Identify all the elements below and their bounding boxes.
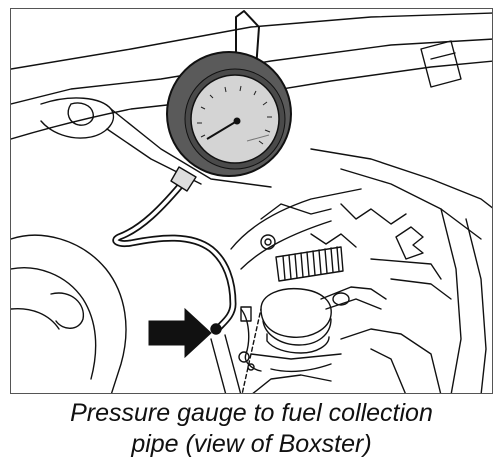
bracket (420, 40, 462, 88)
gauge-hook (235, 10, 260, 70)
diagram-frame (10, 8, 493, 394)
wheel-arch (11, 234, 127, 393)
pressure-gauge-icon (166, 51, 292, 177)
fuel-collection-pipe (210, 338, 227, 393)
crossmember (40, 97, 115, 139)
bolt (260, 234, 276, 250)
upper-body-panel (11, 12, 492, 70)
caption-line-2: pipe (view of Boxster) (131, 430, 372, 458)
caption-line-1: Pressure gauge to fuel collection (70, 399, 433, 427)
engine-bay-illustration (11, 10, 492, 393)
fuel-canister (260, 287, 332, 354)
pointer-arrow-icon (148, 307, 212, 359)
figure-caption: Pressure gauge to fuel collection pipe (… (0, 398, 503, 460)
hatched-block (275, 246, 344, 282)
